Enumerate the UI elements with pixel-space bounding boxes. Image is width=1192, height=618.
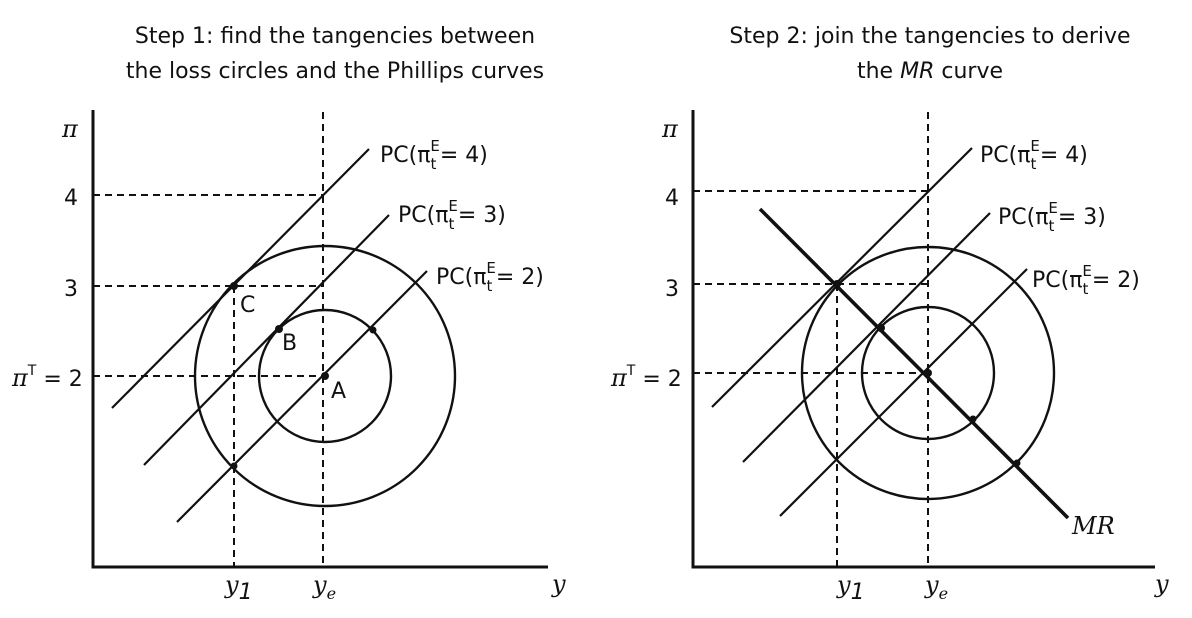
right-point-c xyxy=(833,280,841,288)
right-pc-4-label: PC(πtE= 4) xyxy=(980,137,1088,173)
right-point-b xyxy=(877,324,885,332)
left-intersect-right xyxy=(369,326,377,334)
left-label-c: C xyxy=(240,293,255,318)
right-pc-3-label: PC(πtE= 3) xyxy=(998,199,1106,235)
right-pc-3-line xyxy=(742,212,991,463)
right-loss-circle-inner xyxy=(860,305,996,441)
left-pc-3-line xyxy=(143,214,390,466)
right-pc-4-line xyxy=(711,147,973,408)
left-point-b xyxy=(275,325,283,333)
right-y-axis-label: π xyxy=(661,115,679,143)
left-point-a xyxy=(321,372,329,380)
right-x-tick-y1: y1 xyxy=(836,571,865,605)
left-pc-3-label: PC(πtE= 3) xyxy=(398,197,506,233)
right-pc-2-line xyxy=(779,268,1028,517)
left-label-b: B xyxy=(282,331,297,356)
right-mr-label: MR xyxy=(1071,512,1115,540)
right-tick-4: 4 xyxy=(665,186,679,211)
right-panel-step2: Step 2: join the tangencies to derive th… xyxy=(610,24,1169,605)
left-x-tick-y1: y1 xyxy=(224,571,253,605)
left-x-axis-label: y xyxy=(551,570,566,598)
left-tick-target: πT = 2 xyxy=(11,363,83,392)
left-tick-3: 3 xyxy=(64,277,78,302)
left-x-tick-ye: ye xyxy=(312,571,336,603)
left-title-line2: the loss circles and the Phillips curves xyxy=(126,59,544,84)
right-point-inner-low xyxy=(969,415,977,423)
right-axes xyxy=(691,110,1155,569)
left-pc-2-line xyxy=(176,270,428,523)
left-tick-4: 4 xyxy=(64,186,78,211)
right-x-tick-ye: ye xyxy=(924,571,948,603)
left-panel-step1: Step 1: find the tangencies between the … xyxy=(11,24,566,605)
left-loss-circle-inner xyxy=(257,308,393,444)
left-y-axis-label: π xyxy=(61,115,79,143)
left-loss-circle-outer xyxy=(193,244,457,508)
right-pc-2-label: PC(πtE= 2) xyxy=(1032,262,1140,298)
right-tick-3: 3 xyxy=(665,277,679,302)
left-axes xyxy=(91,110,548,569)
left-label-a: A xyxy=(331,379,346,404)
left-pc-4-line xyxy=(111,148,370,409)
left-pc-4-label: PC(πtE= 4) xyxy=(380,137,488,173)
left-title-line1: Step 1: find the tangencies between xyxy=(135,24,535,49)
left-pc-2-label: PC(πtE= 2) xyxy=(436,259,544,295)
right-title-line1: Step 2: join the tangencies to derive xyxy=(729,24,1130,49)
right-point-outer-low xyxy=(1013,459,1021,467)
right-title-line2: the MR curve xyxy=(857,59,1003,84)
right-mr-line xyxy=(758,207,1070,520)
right-loss-circle-outer xyxy=(800,245,1056,501)
left-intersect-low xyxy=(230,462,238,470)
right-x-axis-label: y xyxy=(1154,570,1169,598)
right-tick-target: πT = 2 xyxy=(610,363,682,392)
right-point-a xyxy=(924,369,932,377)
left-point-c xyxy=(230,282,238,290)
